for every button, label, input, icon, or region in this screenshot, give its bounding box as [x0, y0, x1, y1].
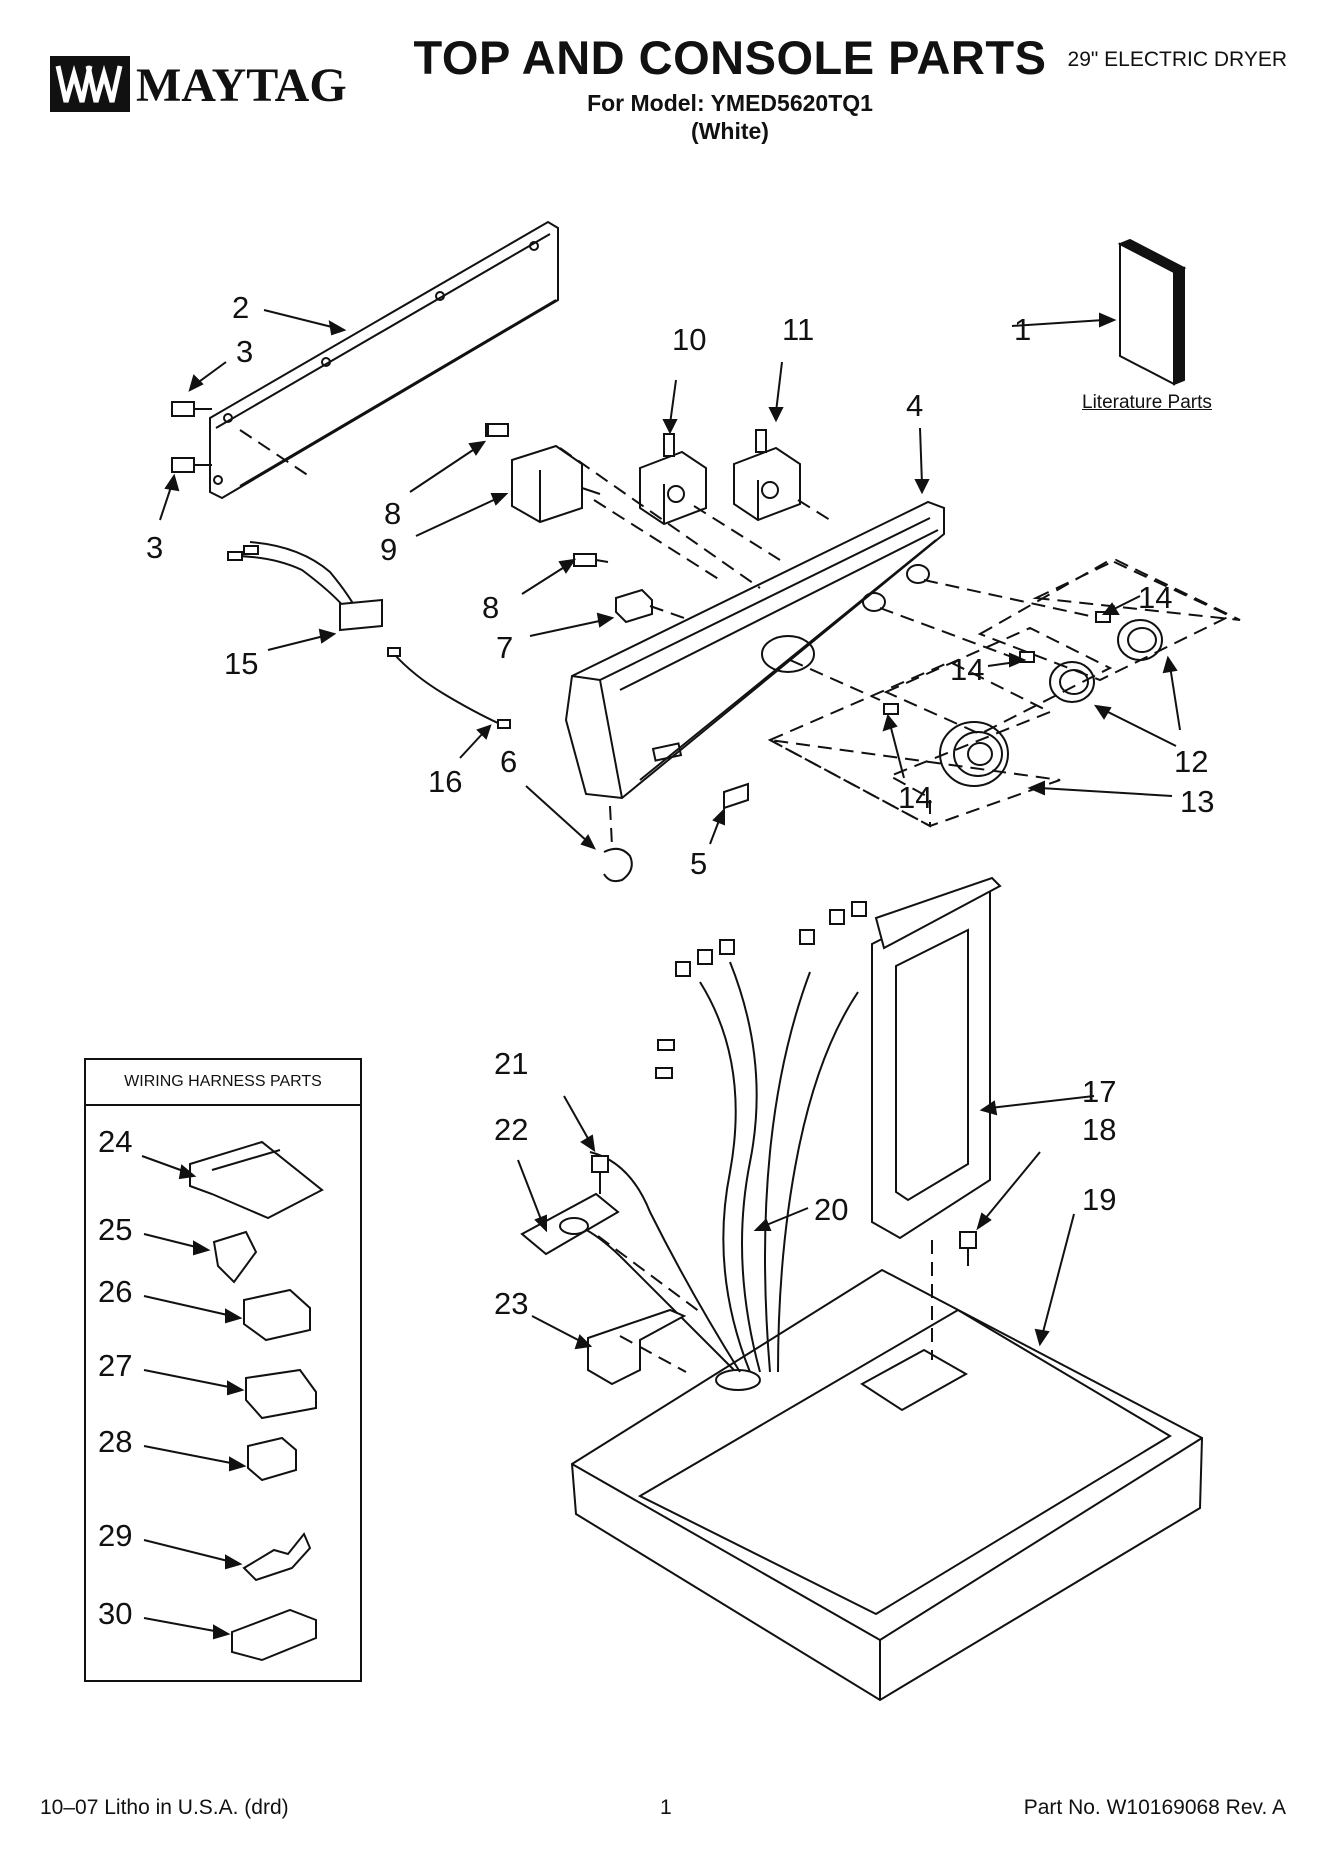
indicator-light	[615, 588, 653, 624]
connector-27	[245, 1368, 317, 1420]
assembly-guide-lines	[239, 429, 1241, 1373]
connector-26	[243, 1288, 311, 1342]
screw-part-3a	[171, 401, 212, 417]
literature-parts-label: Literature Parts	[1082, 392, 1212, 413]
callout-30: 30	[98, 1596, 132, 1631]
literature-booklet	[1117, 238, 1187, 386]
timer-motor	[485, 423, 601, 524]
footer-litho: 10–07 Litho in U.S.A. (drd)	[40, 1796, 289, 1819]
leader-arrows	[141, 309, 1181, 1640]
footer-page-number: 1	[660, 1796, 672, 1819]
maytag-logo: MAYTAG	[48, 52, 347, 118]
knob-clip-14b	[1019, 651, 1035, 663]
callout-15: 15	[224, 646, 258, 681]
knob-clip-14a	[1095, 611, 1111, 623]
callout-14b: 14	[950, 652, 984, 687]
callout-29: 29	[98, 1518, 132, 1553]
callout-12: 12	[1174, 744, 1208, 779]
callout-25: 25	[98, 1212, 132, 1247]
model-line: For Model: YMED5620TQ1	[587, 90, 873, 116]
dryness-knob	[1117, 619, 1163, 661]
callout-1: 1	[1014, 312, 1031, 347]
callout-5: 5	[690, 846, 707, 881]
callout-22: 22	[494, 1112, 528, 1147]
push-switch-10	[639, 433, 707, 526]
screw-part-3b	[171, 457, 212, 473]
callout-27: 27	[98, 1348, 132, 1383]
brand-wordmark: MAYTAG	[136, 59, 347, 112]
callout-11: 11	[782, 312, 814, 347]
connector-24	[189, 1140, 324, 1220]
callout-14a: 14	[1138, 580, 1172, 615]
callout-9: 9	[380, 532, 397, 567]
wiring-harness-parts-box: WIRING HARNESS PARTS	[84, 1058, 362, 1682]
screw-part-21	[591, 1155, 609, 1194]
knob-clip-14c	[883, 703, 899, 715]
temperature-knob	[1049, 661, 1095, 703]
callout-24: 24	[98, 1124, 132, 1159]
callout-14c: 14	[898, 780, 932, 815]
callout-28: 28	[98, 1424, 132, 1459]
callout-2: 2	[232, 290, 249, 325]
connector-25	[212, 1230, 258, 1284]
callout-17: 17	[1082, 1074, 1116, 1109]
callout-20: 20	[814, 1192, 848, 1227]
console-back-panel	[209, 220, 559, 500]
screw-part-18	[959, 1231, 977, 1266]
callout-10: 10	[672, 322, 706, 357]
screw-part-8a	[487, 423, 509, 437]
callout-4: 4	[906, 388, 923, 423]
footer-part-number: Part No. W10169068 Rev. A	[1023, 1796, 1286, 1819]
callout-23: 23	[494, 1286, 528, 1321]
connector-30	[231, 1608, 317, 1662]
dryer-top	[570, 1268, 1204, 1702]
push-switch-11	[733, 429, 801, 522]
callout-13: 13	[1180, 784, 1214, 819]
main-wire-harness	[553, 901, 867, 1373]
callout-26: 26	[98, 1274, 132, 1309]
callout-3a: 3	[236, 334, 253, 369]
connector-28	[247, 1436, 297, 1482]
lint-filter	[871, 876, 1002, 1240]
callout-8b: 8	[482, 590, 499, 625]
harness-16	[387, 647, 511, 729]
bracket-22	[520, 1192, 620, 1256]
callout-8a: 8	[384, 496, 401, 531]
console-label	[723, 782, 749, 810]
callout-7: 7	[496, 630, 513, 665]
product-type: 29" ELECTRIC DRYER	[1067, 48, 1287, 71]
wiring-harness-heading: WIRING HARNESS PARTS	[86, 1060, 360, 1106]
callout-numbers: 1 2 3 3 4 5 6 7 8 8 9 10 11 12 13 14 14 …	[98, 290, 1214, 1631]
callout-6: 6	[500, 744, 517, 779]
callout-3b: 3	[146, 530, 163, 565]
console-panel	[564, 500, 945, 800]
callout-16: 16	[428, 764, 462, 799]
terminal-29	[242, 1532, 312, 1582]
harness-15	[227, 541, 383, 632]
screw-part-8b	[573, 553, 609, 567]
timer-knob	[939, 721, 1009, 787]
callout-19: 19	[1082, 1182, 1116, 1217]
callout-21: 21	[494, 1046, 528, 1081]
wire-clip	[603, 847, 633, 883]
model-variant: (White)	[691, 118, 769, 144]
shield-23	[587, 1308, 687, 1386]
callout-18: 18	[1082, 1112, 1116, 1147]
maytag-emblem-icon	[50, 56, 130, 112]
page-title: TOP AND CONSOLE PARTS	[413, 31, 1047, 84]
